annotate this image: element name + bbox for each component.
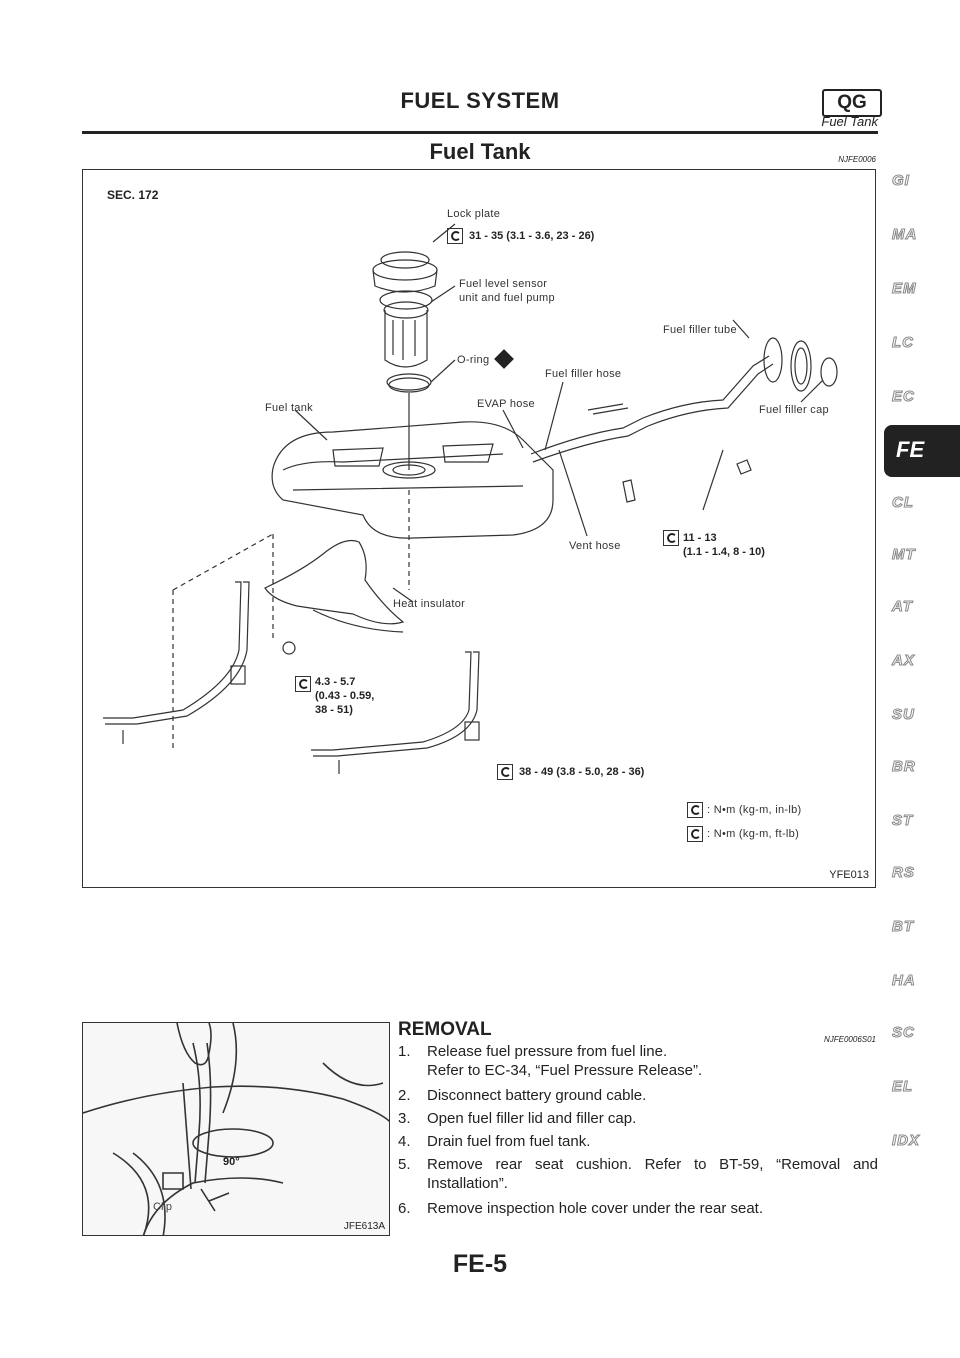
side-index-sc[interactable]: SC [892,1024,915,1042]
removal-code: NJFE0006S01 [823,1035,876,1044]
torque-lock-plate: 31 - 35 (3.1 - 3.6, 23 - 26) [469,230,595,242]
side-index-ax[interactable]: AX [892,652,915,670]
torque-insulator-line3: 38 - 51) [315,704,353,716]
fuel-tank-exploded-diagram: SEC. 172 Lock plate 31 - 35 (3.1 - 3.6, … [82,169,876,888]
step-number: 3. [398,1110,411,1127]
step-text: Remove inspection hole cover under the r… [427,1200,764,1217]
side-index-su[interactable]: SU [892,706,915,724]
step-text-continued: Refer to EC-34, “Fuel Pressure Release”. [427,1062,703,1079]
clip-label: Clip [153,1201,172,1213]
photo-figure-id: JFE613A [343,1221,385,1232]
side-index-st[interactable]: ST [891,812,914,830]
section-code: NJFE0006 [838,155,876,164]
side-index-ma[interactable]: MA [891,226,918,244]
active-tab-label: FE [896,437,925,462]
page-header-title: FUEL SYSTEM [400,88,560,113]
side-index-mt[interactable]: MT [892,546,916,564]
side-index-gi[interactable]: GI [892,172,910,190]
torque-strap: 38 - 49 (3.8 - 5.0, 28 - 36) [519,766,645,778]
step-number: 1. [398,1043,411,1060]
inspection-photo: 90° Clip JFE613A [82,1022,390,1236]
figure-id: YFE013 [829,869,869,881]
side-index-bt[interactable]: BT [892,918,914,936]
torque-icon [497,764,513,780]
side-index-fe-active[interactable]: FE [884,425,960,477]
side-index-em[interactable]: EM [892,280,917,298]
torque-icon [295,676,311,692]
step-number: 5. [398,1156,411,1173]
side-index-lc[interactable]: LC [892,334,914,352]
step-number: 6. [398,1200,411,1217]
torque-bolt-a-line1: 11 - 13 [683,532,717,544]
removal-step-3: 3. Open fuel filler lid and filler cap. [398,1109,878,1128]
side-index-ec[interactable]: EC [892,388,915,406]
torque-icon [687,802,703,818]
engine-badge: QG [822,89,882,117]
torque-icon [447,228,463,244]
torque-icon [663,530,679,546]
removal-step-6: 6. Remove inspection hole cover under th… [398,1199,878,1218]
page-header-subtitle: Fuel Tank [821,114,878,129]
step-text: Release fuel pressure from fuel line. [427,1043,668,1060]
step-text: Remove rear seat cushion. Refer to BT-59… [427,1156,878,1192]
label-heat-insulator: Heat insulator [393,598,466,610]
label-fuel-pump: unit and fuel pump [459,292,555,304]
diagram-drawing [103,223,838,774]
removal-step-4: 4. Drain fuel from fuel tank. [398,1132,878,1151]
section-title: Fuel Tank [429,139,531,164]
page-number: FE-5 [452,1250,508,1278]
section-number: SEC. 172 [107,188,159,202]
label-fuel-filler-cap: Fuel filler cap [759,404,829,416]
label-o-ring: O-ring [457,354,490,366]
step-number: 2. [398,1087,411,1104]
side-index-at[interactable]: AT [892,598,913,616]
step-number: 4. [398,1133,411,1150]
torque-icon [687,826,703,842]
side-index-br[interactable]: BR [892,758,916,776]
label-fuel-level-sensor: Fuel level sensor [459,278,548,290]
side-index-el[interactable]: EL [891,1078,914,1096]
torque-insulator-line2: (0.43 - 0.59, [315,690,375,702]
torque-insulator-line1: 4.3 - 5.7 [315,676,356,688]
step-text: Disconnect battery ground cable. [427,1087,647,1104]
angle-label: 90° [223,1156,240,1168]
side-index-idx[interactable]: IDX [891,1132,921,1150]
label-fuel-filler-hose: Fuel filler hose [545,368,622,380]
removal-step-2: 2. Disconnect battery ground cable. [398,1086,878,1105]
step-text: Open fuel filler lid and filler cap. [427,1110,637,1127]
label-vent-hose: Vent hose [569,540,621,552]
side-index-rs[interactable]: RS [892,864,915,882]
step-text: Drain fuel from fuel tank. [427,1133,591,1150]
legend-in-lb: : N•m (kg-m, in-lb) [707,804,802,816]
label-lock-plate: Lock plate [447,208,501,220]
label-fuel-tank: Fuel tank [265,402,313,414]
torque-bolt-a-line2: (1.1 - 1.4, 8 - 10) [683,546,765,558]
side-index-cl[interactable]: CL [892,494,914,512]
removal-step-1: 1. Release fuel pressure from fuel line.… [398,1042,878,1080]
removal-step-5: 5. Remove rear seat cushion. Refer to BT… [398,1155,878,1193]
legend-ft-lb: : N•m (kg-m, ft-lb) [707,828,800,840]
side-index-ha[interactable]: HA [892,972,916,990]
label-evap-hose: EVAP hose [477,398,535,410]
label-fuel-filler-tube: Fuel filler tube [663,324,737,336]
header-rule [82,131,878,134]
photo-drawing [83,1023,389,1235]
removal-heading: REMOVAL [398,1019,492,1040]
